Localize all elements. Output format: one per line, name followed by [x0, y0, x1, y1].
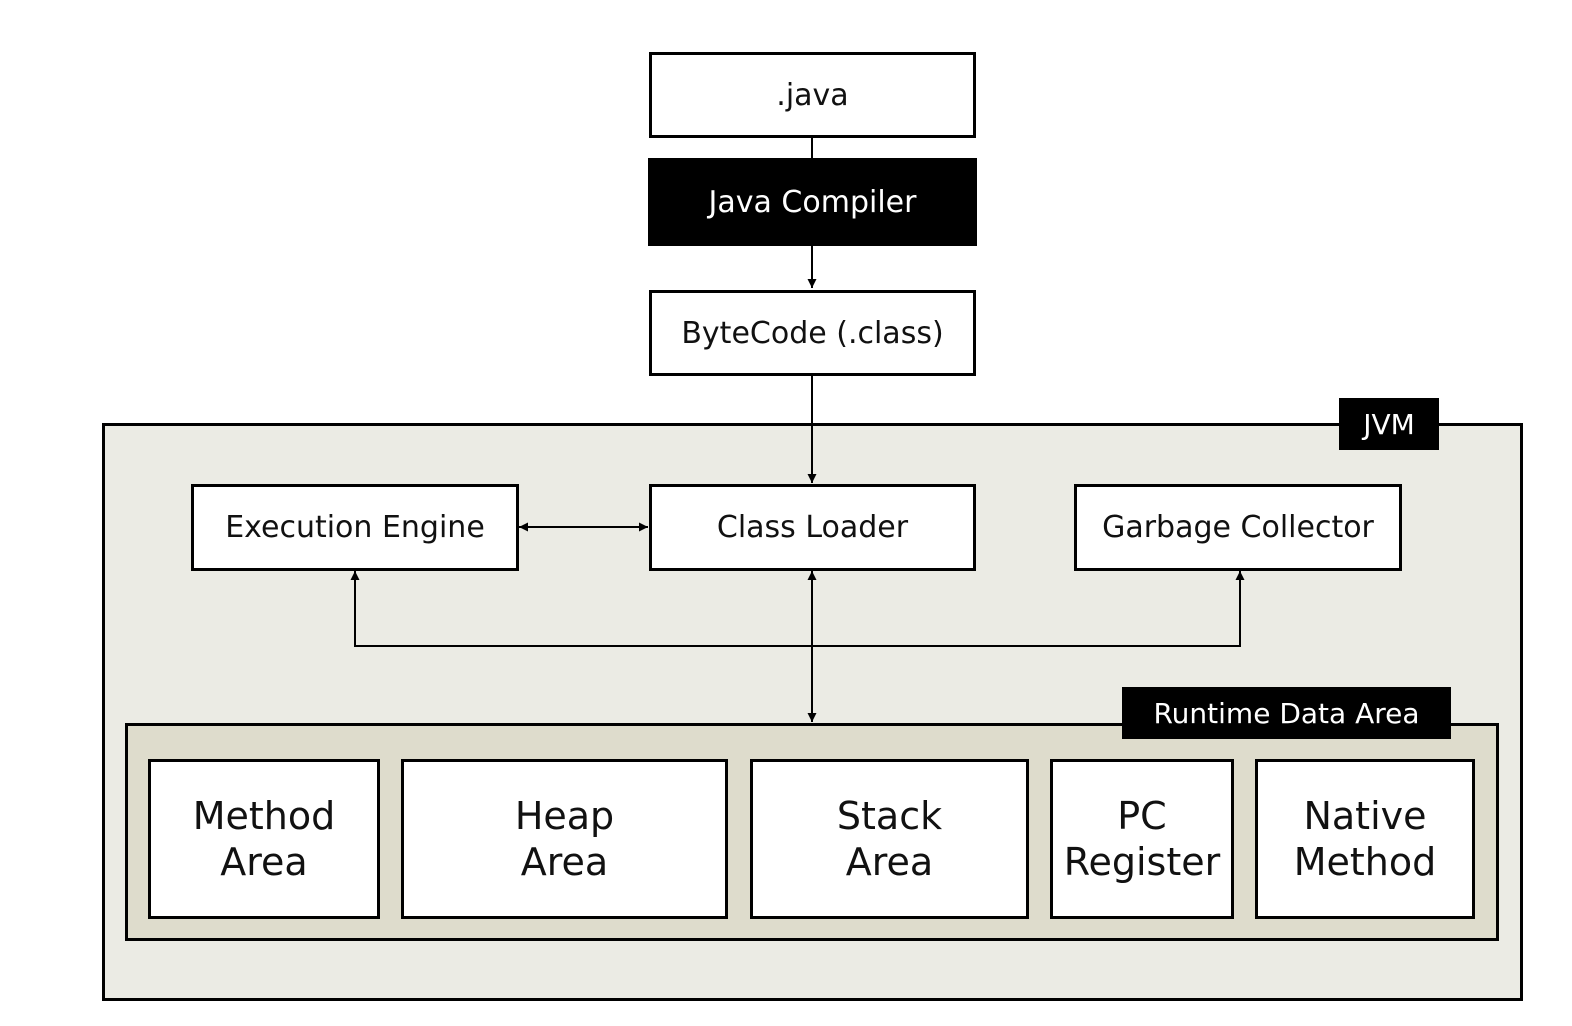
native-method-line1: Native — [1303, 794, 1427, 838]
stack-area-line1: Stack — [836, 794, 943, 838]
garbage-collector-box: Garbage Collector — [1074, 484, 1402, 571]
heap-area-box: Heap Area — [401, 759, 728, 919]
native-method-box: Native Method — [1255, 759, 1475, 919]
jvm-label: JVM — [1339, 398, 1439, 450]
method-area-line2: Area — [220, 840, 308, 884]
method-area-line1: Method — [192, 794, 336, 838]
pc-register-box: PC Register — [1050, 759, 1234, 919]
class-loader-box: Class Loader — [649, 484, 976, 571]
pc-register-line2: Register — [1063, 840, 1221, 884]
bytecode-box: ByteCode (.class) — [649, 290, 976, 376]
java-compiler-box: Java Compiler — [648, 158, 977, 246]
stack-area-box: Stack Area — [750, 759, 1029, 919]
pc-register-line1: PC — [1117, 794, 1167, 838]
native-method-line2: Method — [1293, 840, 1437, 884]
execution-engine-box: Execution Engine — [191, 484, 519, 571]
stack-area-line2: Area — [845, 840, 934, 884]
heap-area-line2: Area — [520, 840, 609, 884]
heap-area-line1: Heap — [514, 794, 615, 838]
runtime-data-area-label: Runtime Data Area — [1122, 687, 1451, 739]
java-source-box: .java — [649, 52, 976, 138]
method-area-box: Method Area — [148, 759, 380, 919]
